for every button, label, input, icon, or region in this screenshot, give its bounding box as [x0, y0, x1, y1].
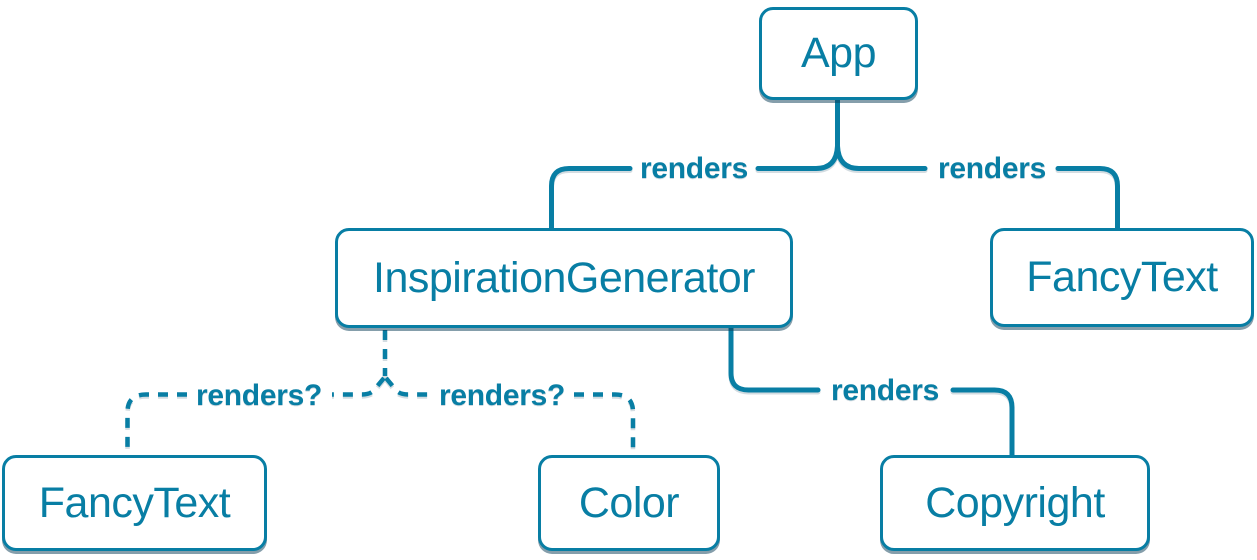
edge-app-fancytext-line-right: [1055, 166, 1120, 231]
node-fancy-text-bottom: FancyText: [2, 455, 267, 551]
edge-label-inspirationgenerator-color: renders?: [439, 379, 565, 412]
edge-app-inspirationgenerator-line-left: [549, 166, 633, 231]
edge-inspirationgenerator-fancytext-dashed-line-right: [332, 376, 386, 397]
node-color: Color: [538, 455, 720, 551]
edge-label-app-fancytext: renders: [938, 152, 1046, 185]
node-app-label: App: [800, 29, 877, 77]
edge-inspirationgenerator-copyright-line-right: [950, 387, 1015, 458]
node-inspiration-generator-label: InspirationGenerator: [373, 253, 756, 302]
edge-label-inspirationgenerator-fancytext: renders?: [196, 379, 322, 412]
node-copyright-label: Copyright: [925, 478, 1105, 527]
node-color-label: Color: [578, 478, 680, 527]
edge-inspirationgenerator-copyright-line-left: [728, 325, 821, 393]
node-fancy-text-top: FancyText: [990, 228, 1254, 327]
node-copyright: Copyright: [880, 455, 1150, 551]
edge-inspirationgenerator-color-dashed-line-right: [574, 392, 636, 452]
edge-app-inspirationgenerator-line-right: [755, 143, 840, 171]
node-app: App: [759, 7, 918, 100]
node-fancy-text-bottom-label: FancyText: [38, 478, 231, 527]
node-inspiration-generator: InspirationGenerator: [335, 228, 793, 328]
edge-inspirationgenerator-color-dashed-line-left: [384, 376, 429, 397]
edge-app-fancytext-line-left: [835, 143, 928, 171]
node-fancy-text-top-label: FancyText: [1026, 253, 1218, 301]
edge-label-inspirationgenerator-copyright: renders: [831, 374, 939, 407]
edge-label-app-inspirationgenerator: renders: [640, 152, 748, 185]
edge-inspirationgenerator-fancytext-dashed-line-left: [125, 392, 187, 455]
